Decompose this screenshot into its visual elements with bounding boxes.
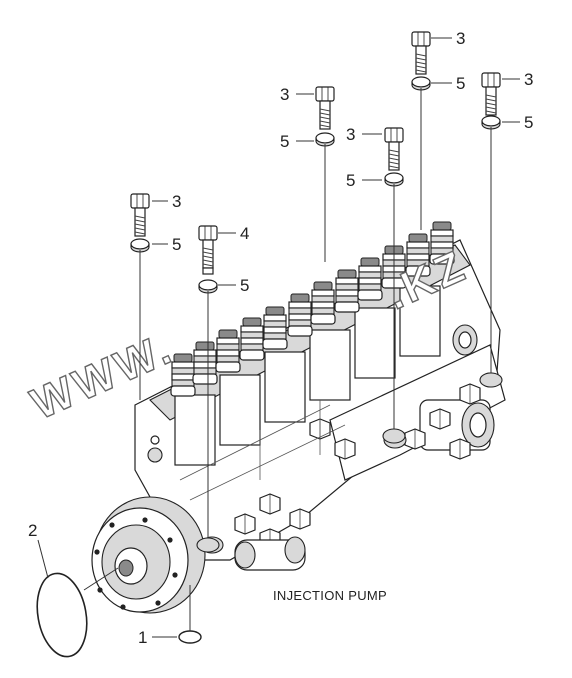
callout-3-b: 3 bbox=[280, 85, 289, 104]
callout-1: 1 bbox=[138, 628, 147, 647]
callout-3-d: 3 bbox=[456, 29, 465, 48]
callout-labels: 1 2 3 3 3 3 3 4 5 5 5 5 5 5 bbox=[28, 29, 533, 647]
exploded-parts bbox=[36, 31, 520, 658]
callout-5-f: 5 bbox=[524, 113, 533, 132]
callout-5-b: 5 bbox=[240, 276, 249, 295]
diagram-caption: INJECTION PUMP bbox=[273, 588, 387, 603]
callout-5-e: 5 bbox=[456, 74, 465, 93]
callout-5-c: 5 bbox=[280, 132, 289, 151]
callout-5-d: 5 bbox=[346, 171, 355, 190]
callout-5-a: 5 bbox=[172, 235, 181, 254]
callout-3-e: 3 bbox=[524, 70, 533, 89]
pump-body bbox=[91, 221, 506, 614]
callout-3-a: 3 bbox=[172, 192, 181, 211]
callout-3-c: 3 bbox=[346, 125, 355, 144]
callout-4: 4 bbox=[240, 224, 249, 243]
callout-2: 2 bbox=[28, 521, 37, 540]
